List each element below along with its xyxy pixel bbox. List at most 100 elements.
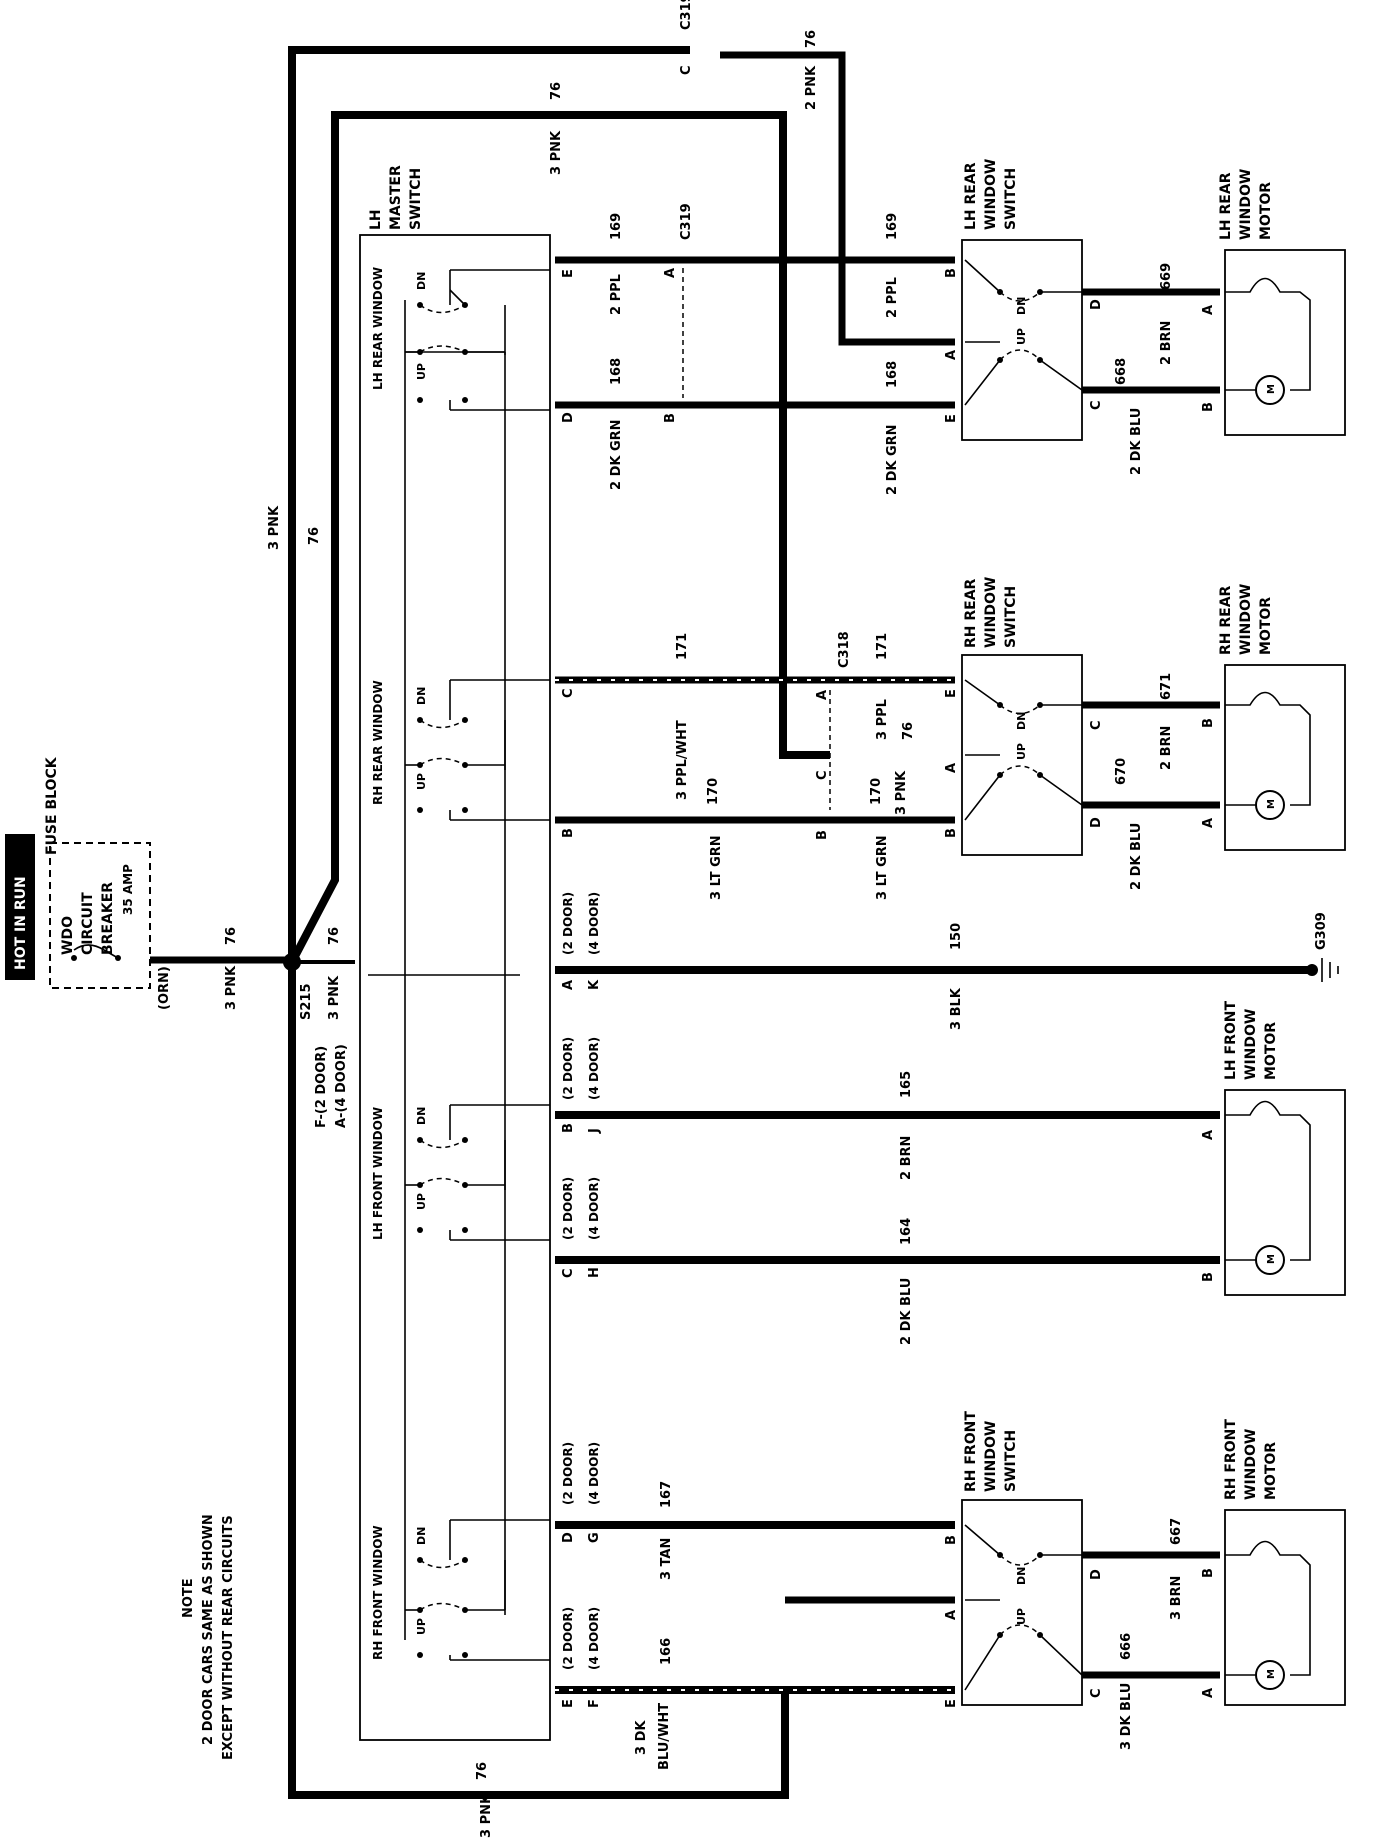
master-section-lh-front: UP DN (405, 1104, 550, 1241)
rh-front-window-switch (961, 1499, 1083, 1706)
svg-text:UP: UP (415, 1618, 428, 1635)
rh-rear-window-motor (1224, 664, 1346, 851)
svg-text:3 PNK: 3 PNK (224, 965, 239, 1010)
rh-front-window-motor (1224, 1509, 1346, 1706)
svg-text:3 PNK: 3 PNK (479, 1793, 494, 1838)
svg-text:LH REAR: LH REAR (1218, 172, 1234, 240)
svg-text:A: A (1201, 818, 1216, 828)
svg-text:LH REAR WINDOW: LH REAR WINDOW (371, 267, 385, 390)
svg-text:DN: DN (415, 687, 428, 705)
svg-text:164: 164 (899, 1218, 914, 1245)
breaker-label-1: WDO (60, 916, 76, 955)
lh-front-window-motor (1224, 1089, 1346, 1296)
svg-text:150: 150 (949, 923, 964, 950)
svg-text:2 BRN: 2 BRN (1159, 321, 1174, 365)
svg-text:MOTOR: MOTOR (1263, 1442, 1279, 1500)
svg-text:76: 76 (307, 527, 322, 545)
svg-text:D: D (1089, 1569, 1104, 1580)
svg-text:H: H (587, 1267, 602, 1278)
svg-text:(4 DOOR): (4 DOOR) (587, 1442, 601, 1505)
svg-text:3 BRN: 3 BRN (1169, 1576, 1184, 1620)
master-section-rh-rear: UP DN (405, 679, 550, 821)
svg-text:170: 170 (706, 778, 721, 805)
svg-text:B: B (1201, 402, 1216, 412)
lh-front-circuit: B J (2 DOOR) (4 DOOR) C H (2 DOOR) (4 DO… (555, 1001, 1346, 1345)
svg-text:WINDOW: WINDOW (983, 159, 999, 230)
svg-text:2 BRN: 2 BRN (899, 1136, 914, 1180)
svg-text:J: J (587, 1128, 602, 1134)
svg-text:3 DK BLU: 3 DK BLU (1119, 1683, 1134, 1750)
svg-text:A: A (815, 690, 830, 700)
svg-text:A: A (944, 350, 959, 360)
breaker-label-3: BREAKER (100, 882, 116, 955)
svg-text:(4 DOOR): (4 DOOR) (587, 1607, 601, 1670)
note-block: NOTE 2 DOOR CARS SAME AS SHOWN EXCEPT WI… (181, 1514, 236, 1760)
svg-text:G309: G309 (1314, 912, 1329, 950)
svg-text:B: B (815, 830, 830, 840)
svg-text:A: A (1201, 1130, 1216, 1140)
feed-wire-to-rh-front (288, 962, 789, 1799)
svg-text:2 DK GRN: 2 DK GRN (885, 424, 900, 495)
svg-text:C319: C319 (679, 0, 694, 30)
note-line-2: EXCEPT WITHOUT REAR CIRCUITS (221, 1515, 236, 1760)
svg-text:RH REAR WINDOW: RH REAR WINDOW (371, 680, 385, 805)
svg-text:3 TAN: 3 TAN (659, 1538, 674, 1580)
svg-text:3 DK: 3 DK (634, 1720, 649, 1755)
feed-wire-to-c319 (288, 46, 690, 962)
svg-text:(2 DOOR): (2 DOOR) (561, 1607, 575, 1670)
svg-text:SWITCH: SWITCH (1003, 586, 1019, 648)
fuse-wire-color: (ORN) (157, 966, 172, 1010)
svg-text:B: B (561, 1123, 576, 1133)
fuse-block: HOT IN RUN FUSE BLOCK WDO CIRCUIT BREAKE… (5, 756, 172, 1010)
svg-text:M: M (1266, 1669, 1277, 1679)
svg-text:168: 168 (885, 361, 900, 388)
svg-text:A-(4 DOOR): A-(4 DOOR) (334, 1044, 349, 1128)
lh-master-switch: LH MASTER SWITCH LH REAR WINDOW RH REAR … (359, 165, 551, 1741)
svg-text:(2 DOOR): (2 DOOR) (561, 1037, 575, 1100)
svg-text:UP: UP (1015, 328, 1028, 345)
svg-text:B: B (1201, 718, 1216, 728)
svg-text:UP: UP (415, 1193, 428, 1210)
svg-text:M: M (1266, 384, 1277, 394)
svg-text:(4 DOOR): (4 DOOR) (587, 1037, 601, 1100)
svg-text:B: B (944, 1535, 959, 1545)
svg-text:3 PPL: 3 PPL (875, 699, 890, 740)
fuse-block-outline (49, 842, 151, 989)
svg-text:MOTOR: MOTOR (1258, 182, 1274, 240)
svg-text:76: 76 (901, 722, 916, 740)
svg-text:76: 76 (549, 82, 564, 100)
svg-text:167: 167 (659, 1481, 674, 1508)
svg-text:C: C (815, 770, 830, 780)
svg-text:2 DK BLU: 2 DK BLU (1129, 408, 1144, 475)
svg-text:MOTOR: MOTOR (1258, 597, 1274, 655)
power-feed-wires: 3 PNK 76 S215 3 PNK 76 F-(2 DOOR) A-(4 D… (150, 30, 955, 1838)
svg-text:C: C (1089, 1688, 1104, 1698)
svg-text:A: A (944, 763, 959, 773)
svg-text:B: B (944, 268, 959, 278)
svg-text:76: 76 (804, 30, 819, 48)
ground-g309 (1306, 964, 1318, 976)
svg-text:76: 76 (475, 1762, 490, 1780)
svg-text:DN: DN (415, 1107, 428, 1125)
svg-text:D: D (561, 412, 576, 423)
svg-text:C: C (1089, 400, 1104, 410)
svg-text:G: G (587, 1532, 602, 1543)
svg-text:3 PNK: 3 PNK (894, 770, 909, 815)
svg-text:DN: DN (415, 272, 428, 290)
svg-text:B: B (561, 828, 576, 838)
svg-text:M: M (1266, 1254, 1277, 1264)
svg-text:DN: DN (1015, 712, 1028, 730)
svg-text:669: 669 (1159, 263, 1174, 290)
svg-text:671: 671 (1159, 673, 1174, 700)
svg-text:UP: UP (415, 773, 428, 790)
svg-text:(2 DOOR): (2 DOOR) (561, 892, 575, 955)
svg-text:UP: UP (1015, 1608, 1028, 1625)
svg-text:BLU/WHT: BLU/WHT (657, 1703, 672, 1770)
svg-text:C: C (561, 1268, 576, 1278)
svg-text:3 BLK: 3 BLK (949, 987, 964, 1030)
svg-text:RH REAR: RH REAR (1218, 585, 1234, 655)
svg-text:3 LT GRN: 3 LT GRN (709, 835, 724, 900)
svg-text:SWITCH: SWITCH (408, 168, 424, 230)
svg-text:666: 666 (1119, 1633, 1134, 1660)
